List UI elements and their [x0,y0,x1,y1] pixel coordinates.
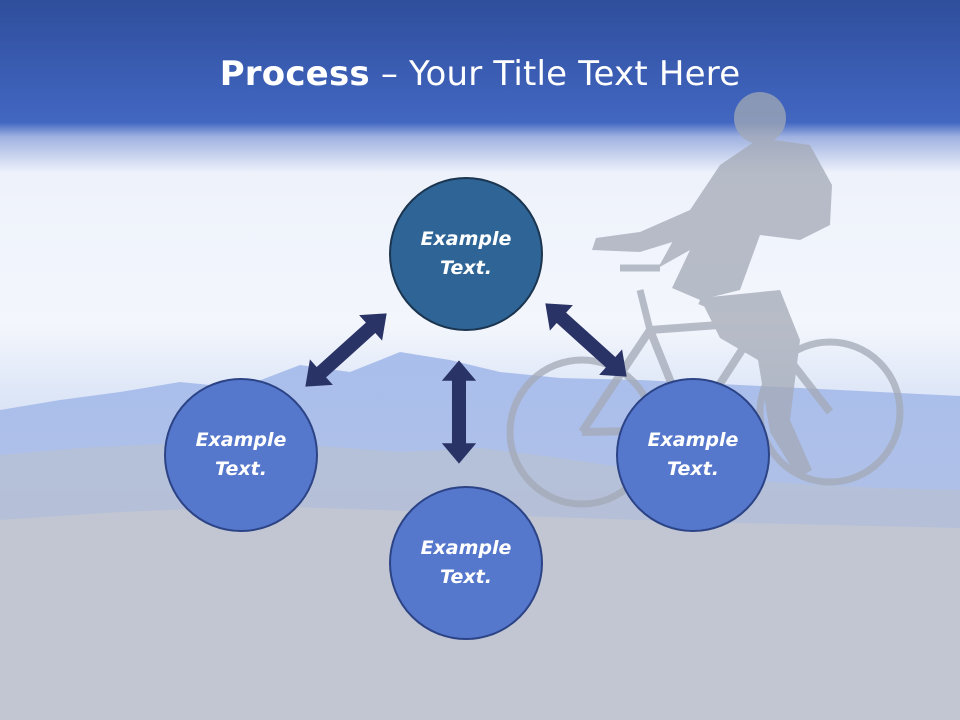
arrow-shapes [305,303,627,464]
slide-title: Process – Your Title Text Here [0,52,960,96]
double-arrow-icon [441,360,477,464]
double-arrow-icon [545,303,627,377]
double-arrow-icon [305,313,387,387]
process-node-right: Example Text. [616,378,770,532]
process-node-bottom: Example Text. [389,486,543,640]
process-node-left: Example Text. [164,378,318,532]
process-node-top: Example Text. [389,177,543,331]
title-rest-part: – Your Title Text Here [369,54,741,94]
title-bold-part: Process [219,54,370,94]
cyclist-silhouette [506,92,904,508]
